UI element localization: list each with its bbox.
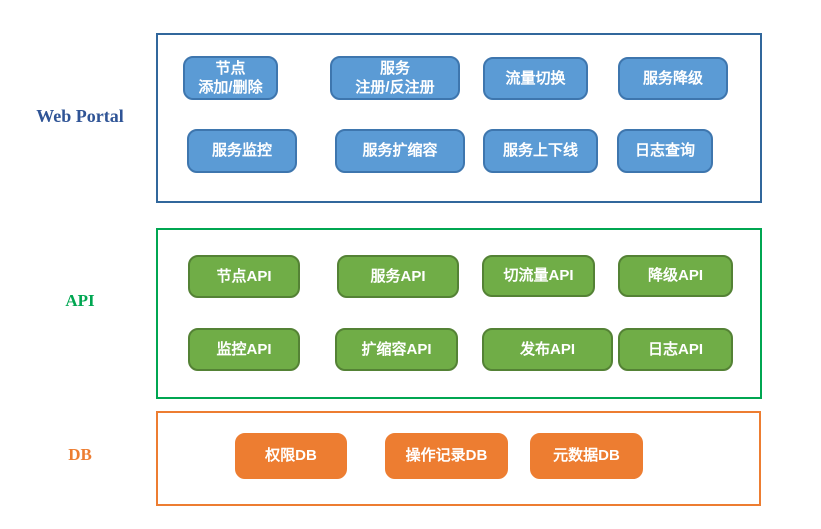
api-frame <box>156 228 762 399</box>
monitor-api-box: 监控API <box>188 328 300 371</box>
permission-db-box: 权限DB <box>235 433 347 479</box>
traffic-switch-box: 流量切换 <box>483 57 588 100</box>
log-query-box: 日志查询 <box>617 129 713 173</box>
web-portal-frame <box>156 33 762 203</box>
db-frame <box>156 411 761 506</box>
publish-api-box: 发布API <box>482 328 613 371</box>
service-api-box: 服务API <box>337 255 459 298</box>
db-label: DB <box>68 445 92 464</box>
operation-log-db-box: 操作记录DB <box>385 433 508 479</box>
degrade-api-box: 降级API <box>618 255 733 297</box>
node-add-delete-box: 节点 添加/删除 <box>183 56 278 100</box>
service-scale-box: 服务扩缩容 <box>335 129 465 173</box>
node-api-box: 节点API <box>188 255 300 298</box>
log-api-box: 日志API <box>618 328 733 371</box>
service-online-offline-box: 服务上下线 <box>483 129 598 173</box>
api-label: API <box>65 291 95 310</box>
traffic-switch-api-box: 切流量API <box>482 255 595 297</box>
service-register-box: 服务 注册/反注册 <box>330 56 460 100</box>
web-portal-label: Web Portal <box>36 106 124 126</box>
service-monitor-box: 服务监控 <box>187 129 297 173</box>
metadata-db-box: 元数据DB <box>530 433 643 479</box>
service-degrade-box: 服务降级 <box>618 57 728 100</box>
scale-api-box: 扩缩容API <box>335 328 458 371</box>
